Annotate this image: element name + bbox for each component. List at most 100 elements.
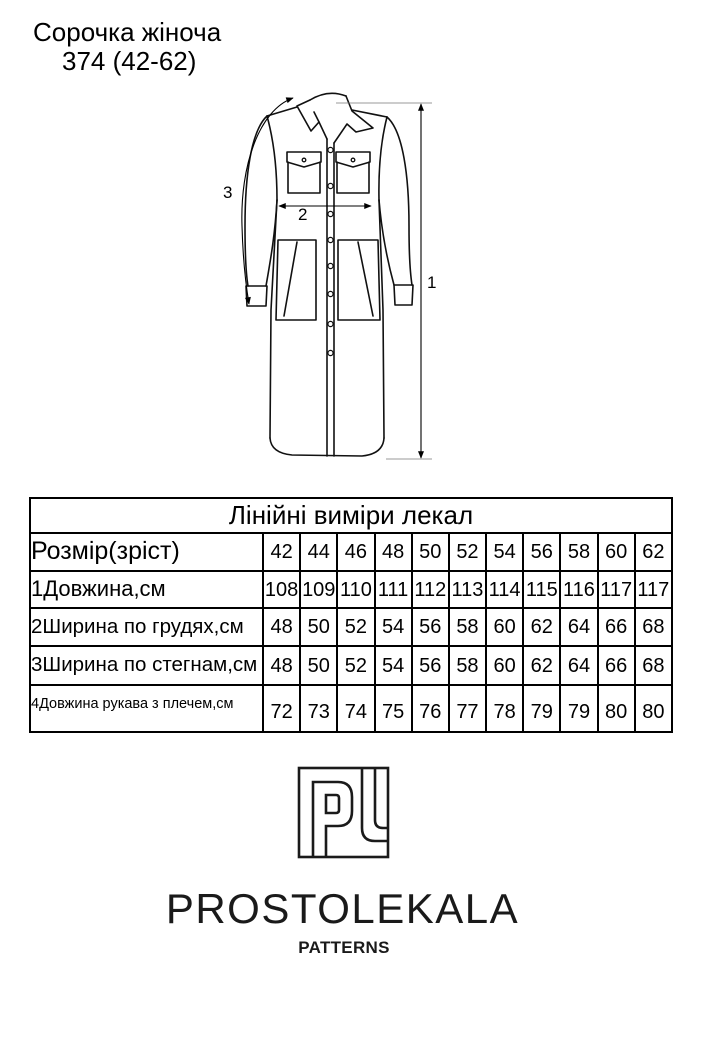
logo-l-outer — [360, 768, 388, 843]
table-row-chest-width: 2Ширина по грудях,см 48 50 52 54 56 58 6… — [29, 607, 674, 647]
value-cell: 117 — [596, 570, 636, 609]
value-cell: 75 — [373, 684, 413, 733]
right-collar — [333, 95, 374, 144]
value-cell: 78 — [485, 684, 525, 733]
value-cell: 117 — [633, 570, 674, 609]
logo-p-counter — [324, 793, 341, 815]
logo-frame — [297, 766, 390, 859]
button — [327, 290, 334, 298]
button — [327, 262, 334, 270]
logo-p-outline — [311, 780, 354, 857]
dimension-label-3: 3 — [223, 183, 232, 202]
value-cell: 79 — [522, 684, 562, 733]
value-cell: 64 — [559, 645, 599, 686]
value-cell: 112 — [410, 570, 450, 609]
value-cell: 80 — [596, 684, 636, 733]
collar-band — [309, 92, 347, 101]
value-cell: 110 — [336, 570, 376, 609]
value-cell: 115 — [522, 570, 562, 609]
dimension-label-2: 2 — [298, 205, 307, 224]
dimension-label-1: 1 — [427, 273, 436, 292]
table-title-row: Лінійні виміри лекал — [29, 497, 673, 534]
front-buttons — [301, 146, 356, 357]
pocket-button — [301, 157, 307, 163]
measurements-table: Лінійні виміри лекал Розмір(зріст) 42 44… — [29, 497, 674, 733]
value-cell: 73 — [299, 684, 339, 733]
brand-name: PROSTOLEKALA — [165, 885, 520, 932]
value-cell: 72 — [261, 684, 302, 733]
button — [327, 349, 334, 357]
row-label: 2Ширина по грудях,см — [29, 607, 264, 647]
size-cell: 60 — [596, 532, 636, 572]
size-cell: 58 — [559, 532, 599, 572]
value-cell: 116 — [559, 570, 599, 609]
pocket-button — [350, 157, 356, 163]
value-cell: 48 — [261, 645, 302, 686]
right-sleeve-outer — [386, 116, 413, 286]
value-cell: 56 — [410, 645, 450, 686]
value-cell: 62 — [522, 645, 562, 686]
value-cell: 109 — [299, 570, 339, 609]
logo-l-inner — [373, 768, 388, 830]
right-side-seam — [378, 199, 385, 439]
value-cell: 111 — [373, 570, 413, 609]
value-cell: 56 — [410, 607, 450, 647]
value-cell: 60 — [485, 645, 525, 686]
model-number: 374 (42-62) — [62, 46, 197, 76]
left-collar — [296, 99, 328, 140]
brand-tagline: PATTERNS — [298, 938, 390, 957]
value-cell: 74 — [336, 684, 376, 733]
size-cell: 48 — [373, 532, 413, 572]
value-cell: 58 — [447, 607, 488, 647]
left-collar-notch — [313, 111, 320, 123]
right-lower-pocket — [337, 239, 381, 321]
right-chest-pocket-flap — [335, 151, 371, 168]
row-label: 1Довжина,см — [29, 570, 264, 609]
value-cell: 52 — [336, 645, 376, 686]
value-cell: 80 — [633, 684, 674, 733]
size-cell: 54 — [485, 532, 525, 572]
dimension-lines — [241, 97, 432, 460]
value-cell: 68 — [633, 607, 674, 647]
right-lower-pocket-opening — [357, 241, 374, 317]
table-row-sleeve-length: 4Довжина рукава з плечем,см 72 73 74 75 … — [29, 684, 674, 733]
dimension-3-arrow — [241, 97, 294, 305]
value-cell: 79 — [559, 684, 599, 733]
value-cell: 108 — [261, 570, 302, 609]
size-cell: 46 — [336, 532, 376, 572]
size-cell: 50 — [410, 532, 450, 572]
table-row-length: 1Довжина,см 108 109 110 111 112 113 114 … — [29, 570, 674, 609]
size-cell: 56 — [522, 532, 562, 572]
right-cuff — [393, 284, 414, 306]
value-cell: 76 — [410, 684, 450, 733]
button — [327, 236, 334, 244]
table-title: Лінійні виміри лекал — [29, 497, 673, 534]
right-chest-pocket — [336, 161, 370, 194]
row-label: 4Довжина рукава з плечем,см — [29, 684, 264, 733]
button — [327, 182, 334, 190]
button — [327, 146, 334, 154]
left-shoulder-seam — [266, 106, 298, 117]
left-armhole-seam — [266, 115, 278, 201]
button — [327, 210, 334, 218]
value-cell: 77 — [447, 684, 488, 733]
value-cell: 58 — [447, 645, 488, 686]
right-shoulder-seam — [351, 109, 388, 118]
value-cell: 66 — [596, 645, 636, 686]
value-cell: 54 — [373, 645, 413, 686]
value-cell: 60 — [485, 607, 525, 647]
shirt-dress-technical-drawing: 1 2 3 — [223, 92, 436, 460]
value-cell: 50 — [299, 645, 339, 686]
size-row-label: Розмір(зріст) — [29, 532, 264, 572]
size-cell: 62 — [633, 532, 674, 572]
size-cell: 42 — [261, 532, 302, 572]
row-label: 3Ширина по стегнам,см — [29, 645, 264, 686]
size-cell: 52 — [447, 532, 488, 572]
left-lower-pocket-opening — [283, 241, 298, 317]
value-cell: 66 — [596, 607, 636, 647]
left-sleeve-outer — [244, 115, 268, 287]
value-cell: 113 — [447, 570, 488, 609]
value-cell: 62 — [522, 607, 562, 647]
value-cell: 52 — [336, 607, 376, 647]
